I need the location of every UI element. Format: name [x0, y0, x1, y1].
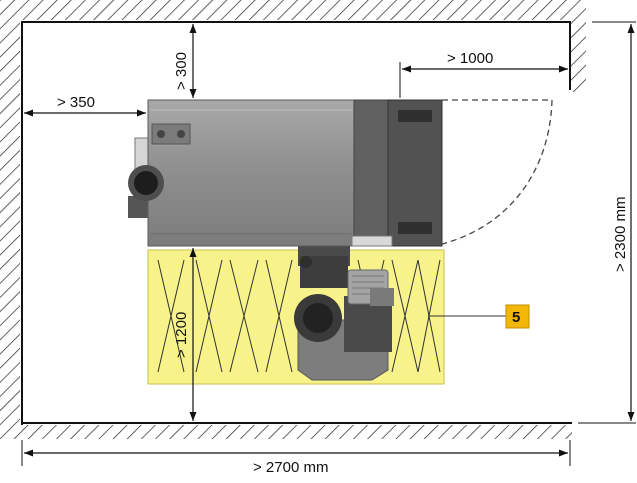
boiler-control-panel [151, 123, 191, 145]
top-wall-hatch [20, 0, 570, 20]
left-wall-hatch [0, 0, 20, 425]
door-hinge-top [398, 110, 432, 122]
right-wall-hatch [570, 0, 586, 92]
dim-room-width-label: > 2700 mm [253, 459, 328, 476]
motor-terminal-box [370, 288, 394, 306]
room-walls [0, 0, 586, 439]
dim-left-clearance-label: > 350 [57, 94, 95, 111]
callout-number: 5 [512, 309, 520, 326]
feed-bolt-icon [300, 256, 312, 268]
boiler-flue-mount [128, 196, 152, 218]
boiler-front-section [353, 99, 389, 247]
door-bottom-cover [351, 235, 393, 247]
bottom-wall-hatch [0, 425, 572, 439]
boiler [128, 99, 553, 247]
dim-door-clearance-label: > 1000 [447, 50, 493, 67]
wall-inner-line-top [21, 21, 571, 425]
door-swing-arc [441, 99, 553, 245]
boiler-door [387, 99, 443, 247]
dim-top-clearance-label: > 300 [173, 52, 190, 90]
feed-auger-opening [303, 303, 333, 333]
flue-pipe-opening [134, 171, 158, 195]
dim-front-clearance-label: > 1200 [173, 312, 190, 358]
door-hinge-bottom [398, 222, 432, 234]
dim-room-depth-label: > 2300 mm [612, 197, 629, 272]
feed-unit [294, 242, 394, 381]
knob-icon [157, 130, 165, 138]
dimension-lines: > 300 > 350 > 1000 > 1200 > 2300 mm > 27… [21, 21, 636, 476]
boiler-body [147, 99, 355, 247]
callout-badge [505, 304, 530, 329]
knob-icon [177, 130, 185, 138]
callout-5: 5 [428, 304, 530, 329]
